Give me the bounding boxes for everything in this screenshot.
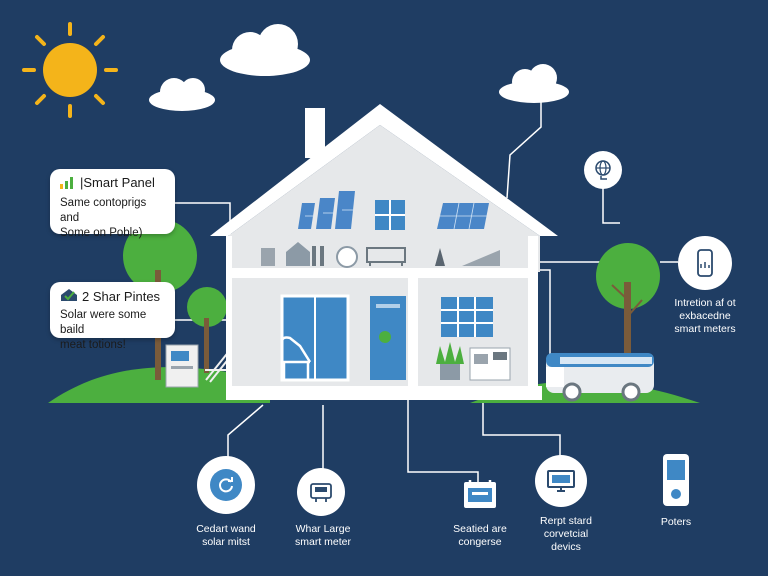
cloud-icon-2	[149, 78, 215, 111]
cloud-icon	[220, 24, 310, 76]
kitchen-window	[441, 297, 493, 337]
shar-pintes-line-1: Solar were some baild	[60, 309, 147, 336]
bottom-label-1-line-1: Cedart wand	[196, 523, 256, 535]
smart-panel-line-2: Some on Poble)	[60, 227, 143, 239]
attic-window	[375, 200, 405, 230]
bottom-label-4-line-1: Rerpt stard	[540, 515, 592, 527]
electric-vehicle	[546, 353, 654, 402]
smart-panel-line-1: Same contoprigs and	[60, 197, 147, 224]
bottom-label-5: Poters	[636, 516, 716, 529]
bottom-label-4-line-2: corvetcial	[543, 528, 589, 540]
cloud-icon-3	[499, 64, 569, 103]
bottom-label-3-line-1: Seatied are	[453, 523, 507, 535]
bottom-label-4: Rerpt stard corvetcial devics	[526, 515, 606, 554]
smart-panel-title-row: |Smart Panel	[60, 175, 165, 190]
bottom-label-2-line-2: smart meter	[294, 536, 351, 548]
bottom-label-4-line-3: devics	[551, 541, 581, 553]
bottom-label-3: Seatied are congerse	[440, 523, 520, 549]
sun-icon	[22, 22, 118, 118]
bottom-label-1-line-2: solar mitst	[202, 536, 250, 548]
smart-meters-label: Intretion af ot exbacedne smart meters	[660, 297, 750, 336]
shar-pintes-body: Solar were some baild meat totions!	[60, 308, 165, 353]
front-door	[370, 296, 406, 380]
solar-panel-roof	[298, 191, 489, 230]
shar-pintes-callout: 2 Shar Pintes Solar were some baild meat…	[50, 282, 175, 351]
bottom-label-5-line-1: Poters	[660, 516, 692, 528]
phone-device-icon	[661, 452, 691, 508]
phone-icon	[678, 236, 732, 290]
bottom-label-3-line-2: congerse	[458, 536, 502, 548]
battery-unit	[165, 344, 199, 388]
tree-right	[596, 243, 660, 372]
shar-pintes-title-row: 2 Shar Pintes	[60, 288, 165, 305]
smart-panel-title: |Smart Panel	[80, 175, 155, 190]
smart-panel-body: Same contoprigs and Some on Poble)	[60, 196, 165, 241]
tree-left-small	[187, 287, 227, 373]
monitor-icon	[535, 455, 587, 507]
signal-bars-icon	[60, 176, 76, 189]
meter-icon	[297, 468, 345, 516]
bottom-label-1: Cedart wand solar mitst	[186, 523, 266, 549]
globe-icon	[584, 151, 622, 189]
attic-items	[261, 242, 500, 268]
refresh-icon	[197, 456, 255, 514]
appliances	[469, 347, 511, 381]
calendar-icon	[462, 478, 498, 510]
house-check-icon	[60, 288, 78, 305]
bottom-label-2: Whar Large smart meter	[283, 523, 363, 549]
smart-meters-line-1: Intretion af ot	[674, 297, 736, 309]
plant	[436, 342, 464, 380]
smart-meters-line-2: exbacedne	[679, 310, 731, 322]
smart-panel-callout: |Smart Panel Same contoprigs and Some on…	[50, 169, 175, 239]
chair	[280, 336, 312, 380]
bottom-label-2-line-1: Whar Large	[295, 523, 351, 535]
shar-pintes-title: 2 Shar Pintes	[82, 289, 161, 304]
smart-meters-line-3: smart meters	[674, 323, 736, 335]
shar-pintes-line-2: meat totions!	[60, 339, 126, 351]
